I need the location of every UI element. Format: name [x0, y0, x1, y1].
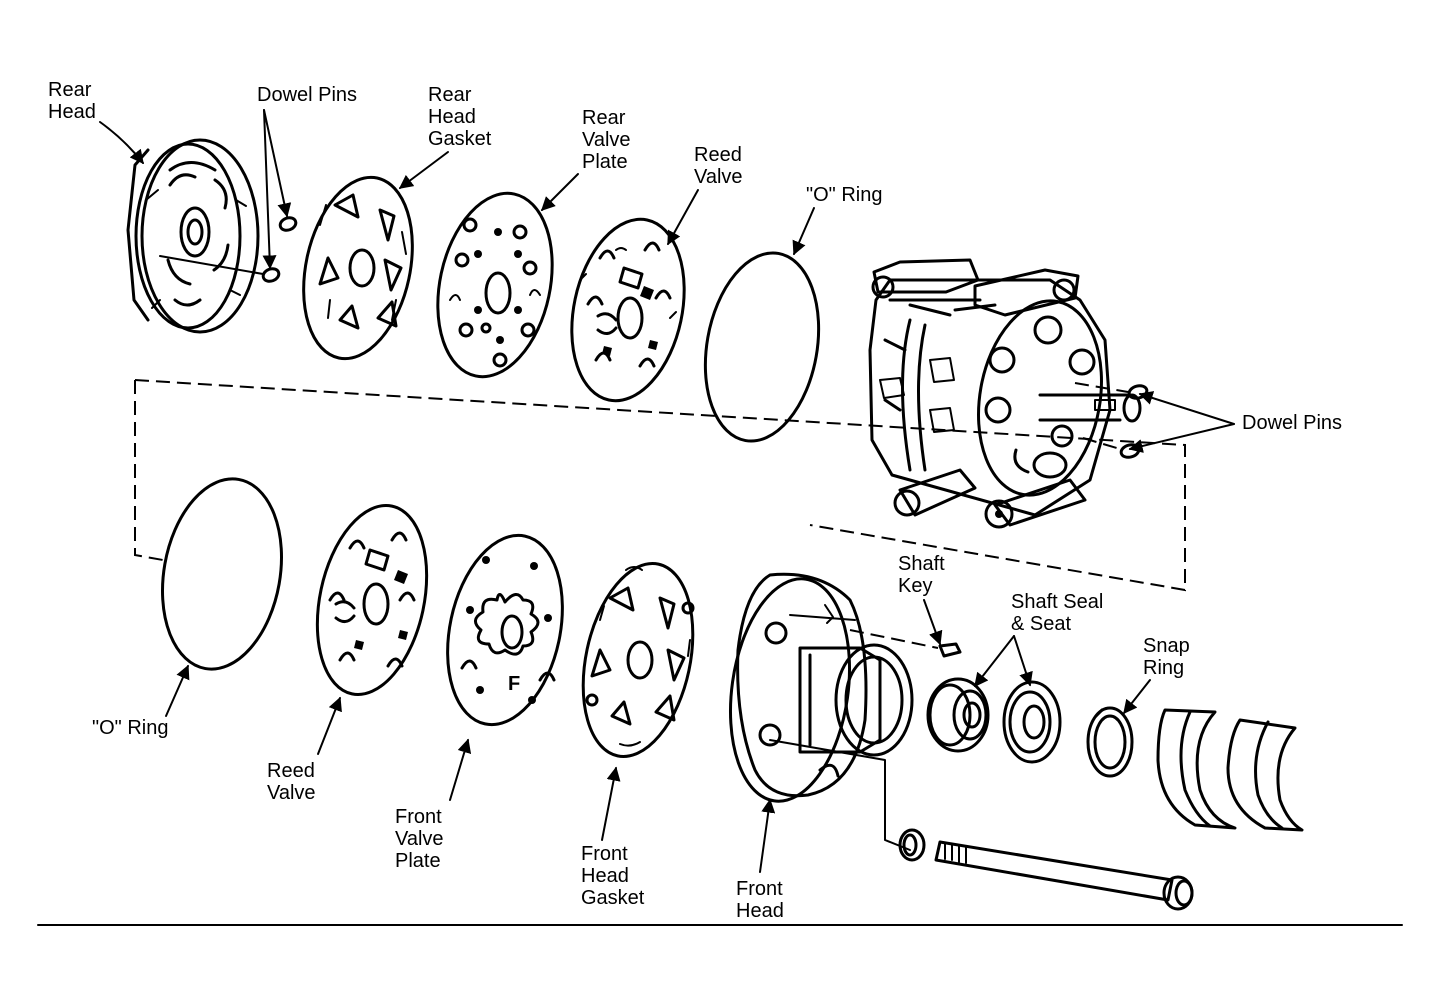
reed-valve-top-part — [570, 217, 686, 403]
dowel-pins-top-parts — [159, 216, 298, 283]
leader-arrows — [99, 109, 1235, 873]
assembly-dashed-line-top — [134, 379, 1186, 592]
rear-valve-plate-part — [436, 191, 554, 379]
o-ring-top-part — [703, 251, 821, 443]
shaft-key-part — [849, 629, 962, 658]
label-o-ring-bottom: "O" Ring — [92, 717, 168, 739]
label-o-ring-top: "O" Ring — [806, 184, 882, 206]
rear-head-gasket-part — [302, 175, 414, 361]
bearing-halves-part — [1156, 708, 1304, 832]
label-dowel-pins-top: Dowel Pins — [257, 84, 357, 106]
snap-ring-part — [1086, 706, 1134, 778]
front-valve-plate-letter: F — [508, 673, 520, 695]
front-valve-plate-part: F — [446, 533, 564, 727]
compressor-body-part — [868, 258, 1142, 529]
bolt-part — [898, 828, 1194, 911]
shaft-seal-part — [926, 677, 990, 753]
reed-valve-bottom-part — [315, 503, 429, 697]
label-dowel-pins-right: Dowel Pins — [1242, 412, 1342, 434]
front-head-gasket-part — [581, 562, 695, 758]
shaft-seat-part — [1002, 680, 1062, 764]
label-shaft-seal-seat: Shaft Seal& Seat — [1011, 591, 1103, 635]
assembly-dashed-line — [134, 380, 164, 561]
rear-head-part — [126, 138, 260, 334]
o-ring-bottom-part — [160, 477, 284, 671]
front-head-part — [728, 572, 914, 851]
